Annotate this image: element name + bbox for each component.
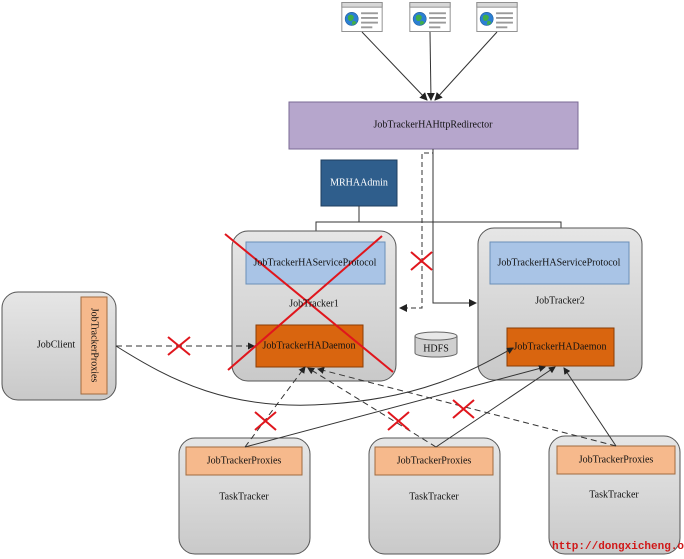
watermark-url: http://dongxicheng.org [552, 541, 684, 553]
redirector-connectors [399, 149, 477, 312]
jobclient-label: JobClient [36, 339, 76, 351]
tasktracker-proxies-label: JobTrackerProxies [206, 455, 282, 467]
web-browser-icon [341, 2, 383, 32]
jobtracker1-label: JobTracker1 [289, 298, 339, 310]
tasktracker-label: TaskTracker [409, 491, 459, 503]
tasktracker-proxies-label: JobTrackerProxies [396, 455, 472, 467]
jobclient-proxies-label: JobTrackerProxies [88, 307, 100, 383]
jobtracker1-failed-cross [227, 235, 383, 371]
browser-connectors [361, 31, 498, 101]
admin-label: MRHAAdmin [330, 177, 388, 189]
tasktracker1-link-failed-cross [254, 411, 277, 431]
redirector-box [288, 101, 579, 150]
redirector-link-failed-cross [410, 251, 433, 271]
tasktracker2-link-failed-cross [387, 411, 410, 431]
jobtracker2-protocol-box [489, 241, 630, 285]
jobtracker2-label: JobTracker2 [535, 295, 585, 307]
failure-marks [167, 233, 475, 431]
hdfs-cylinder [414, 331, 458, 358]
tasktracker-proxies-box [374, 446, 494, 476]
rpc-connectors [115, 342, 617, 448]
tasktracker-proxies-box [556, 445, 676, 475]
web-browser-icon [409, 2, 451, 32]
jobtracker2-daemon-box [506, 327, 615, 367]
admin-box [320, 159, 398, 207]
redirector-label: JobTrackerHAHttpRedirector [373, 119, 493, 131]
tasktracker-proxies-label: JobTrackerProxies [578, 454, 654, 466]
jobclient-link-failed-cross [167, 336, 191, 356]
jobtracker1-protocol-box [245, 241, 386, 285]
jobclient-proxies-box [80, 296, 108, 395]
tasktracker-label: TaskTracker [589, 489, 639, 501]
web-browser-icon [476, 2, 518, 32]
jobtracker1-failed-cross [224, 233, 394, 373]
hdfs-label: HDFS [423, 343, 449, 355]
jobtracker1-protocol-label: JobTrackerHAServiceProtocol [253, 257, 377, 269]
tasktracker3-link-failed-cross [452, 399, 475, 419]
jobtracker1-daemon-label: JobTrackerHADaemon [262, 340, 356, 352]
jobtracker2-protocol-label: JobTrackerHAServiceProtocol [497, 257, 621, 269]
tasktracker-proxies-box [185, 446, 303, 476]
tasktracker-label: TaskTracker [219, 491, 269, 503]
jobtracker2-daemon-label: JobTrackerHADaemon [513, 341, 607, 353]
